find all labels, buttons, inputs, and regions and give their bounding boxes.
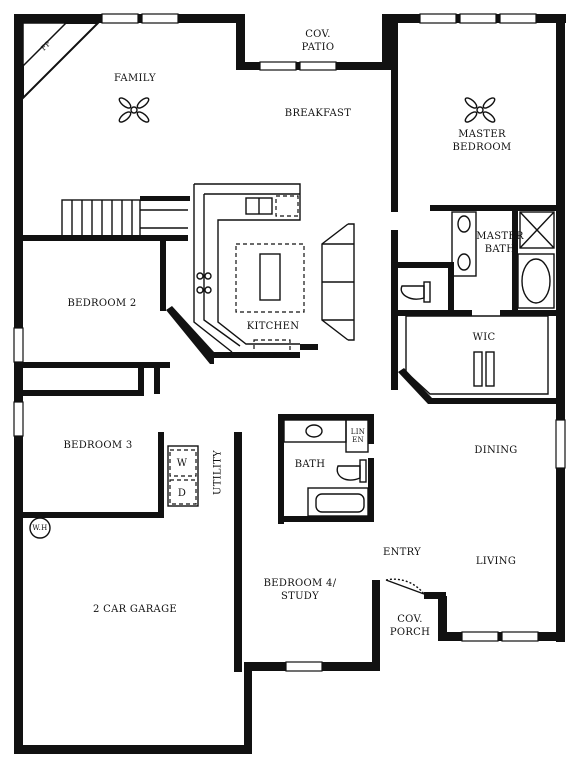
label-bedroom-2: BEDROOM 2 xyxy=(67,298,137,309)
ceiling-fan-family xyxy=(118,97,150,123)
water-heater xyxy=(29,517,51,539)
label-bedroom-3: BEDROOM 3 xyxy=(63,440,133,451)
label-dining: DINING xyxy=(474,445,518,456)
master-bath-fixtures xyxy=(400,211,555,395)
label-family: FAMILY xyxy=(114,73,156,84)
label-kitchen: KITCHEN xyxy=(246,321,300,332)
label-water-heater: W.H xyxy=(32,524,48,532)
label-bath: BATH xyxy=(294,459,326,470)
ceiling-fan-master xyxy=(464,97,496,123)
stairs xyxy=(61,199,188,237)
label-utility: UTILITY xyxy=(212,450,224,496)
laundry xyxy=(167,445,199,507)
label-garage: 2 CAR GARAGE xyxy=(93,604,177,615)
label-washer: W xyxy=(176,458,188,469)
label-linen: LIN EN xyxy=(350,428,366,444)
label-living: LIVING xyxy=(475,556,517,567)
fireplace xyxy=(22,22,101,101)
label-master-bedroom: MASTER BEDROOM xyxy=(452,129,512,153)
label-wic: WIC xyxy=(472,332,496,343)
windows xyxy=(13,13,566,672)
label-breakfast: BREAKFAST xyxy=(284,108,352,119)
label-cov-patio: COV. PATIO xyxy=(301,29,335,53)
outer-walls xyxy=(14,14,566,754)
interior-walls xyxy=(22,22,556,672)
label-entry: ENTRY xyxy=(382,547,422,558)
label-bedroom-4-study: BEDROOM 4/ STUDY xyxy=(263,578,337,602)
kitchen-counters xyxy=(193,183,355,355)
label-master-bath: MASTER BATH xyxy=(476,231,524,255)
bath-fixtures xyxy=(283,419,369,517)
door-swings xyxy=(385,578,425,595)
label-dryer: D xyxy=(177,488,187,499)
label-cov-porch: COV. PORCH xyxy=(389,614,431,638)
